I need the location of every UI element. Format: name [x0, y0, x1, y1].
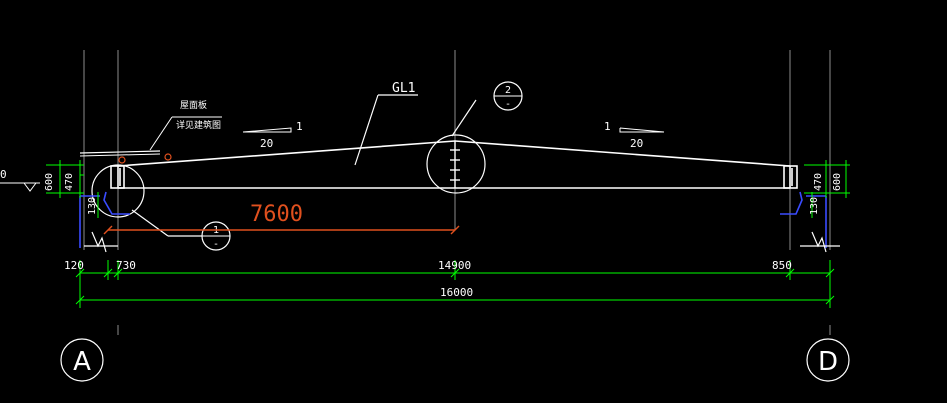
dim-850: 850 — [772, 259, 792, 272]
axis-bubble-d — [806, 338, 850, 382]
beam-label: GL1 — [392, 81, 415, 96]
detail-circle-left-support — [91, 164, 145, 218]
svg-text:20: 20 — [260, 137, 273, 150]
svg-text:20: 20 — [630, 137, 643, 150]
bottom-dimension-lines — [75, 260, 835, 308]
svg-text:屋面板: 屋面板 — [180, 99, 207, 111]
svg-text:1: 1 — [604, 120, 611, 133]
red-marks — [118, 153, 172, 164]
right-height-470: 470 — [813, 173, 824, 191]
right-support — [780, 191, 827, 248]
svg-text:详见建筑图: 详见建筑图 — [176, 119, 221, 131]
apex-splice — [450, 141, 460, 188]
svg-text:0: 0 — [0, 168, 7, 181]
detail-circle-apex — [426, 134, 486, 194]
grid-lines — [83, 50, 831, 335]
left-break-line — [84, 231, 118, 253]
right-break-line — [800, 231, 840, 253]
axis-label-a: A — [73, 347, 91, 377]
left-height-dims — [46, 160, 99, 218]
detail-marker-2-sheet: - — [505, 99, 511, 110]
slope-right: 1 20 — [604, 120, 665, 150]
svg-text:1: 1 — [296, 120, 303, 133]
slope-left: 1 20 — [242, 120, 303, 150]
beam-gl1 — [110, 140, 798, 189]
right-height-dims — [804, 160, 850, 218]
dim-total-16000: 16000 — [440, 286, 473, 299]
dim-730: 730 — [116, 259, 136, 272]
dim-120: 120 — [64, 259, 84, 272]
left-support — [79, 191, 130, 248]
axis-label-d: D — [818, 347, 838, 377]
right-height-130: 130 — [809, 197, 820, 215]
dim-14900: 14900 — [438, 259, 471, 272]
left-height-600: 600 — [44, 173, 55, 191]
span-dimension-text: 7600 — [250, 202, 303, 227]
left-height-470: 470 — [64, 173, 75, 191]
roof-panel-note: 屋面板 详见建筑图 — [79, 99, 222, 157]
detail-marker-2-number: 2 — [505, 85, 511, 96]
left-height-130: 130 — [87, 197, 98, 215]
right-height-600: 600 — [832, 173, 843, 191]
left-elevation-marker: 0 — [0, 168, 40, 192]
axis-bubble-a — [60, 338, 104, 382]
span-dimension: 7600 — [103, 202, 460, 235]
detail-marker-1-sheet: - — [213, 239, 219, 250]
